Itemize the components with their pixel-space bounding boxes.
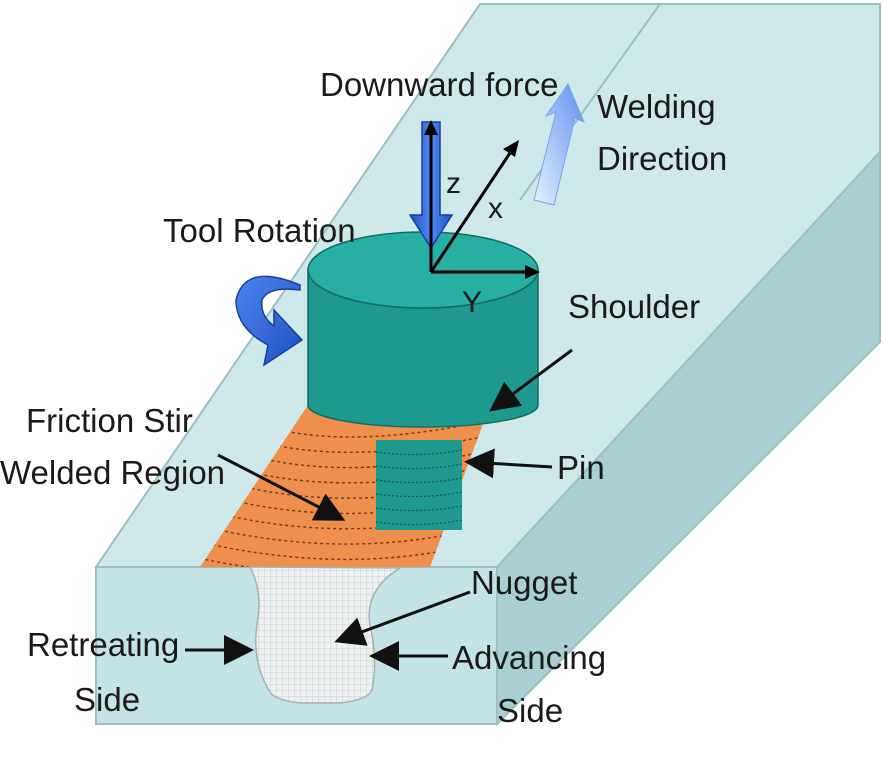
shoulder-leader — [489, 348, 573, 412]
nugget-label: Nugget — [471, 564, 577, 601]
advancing-side-label-line2: Side — [497, 692, 563, 729]
retreating-side-label-line1: Retreating — [27, 626, 179, 663]
tool-shoulder — [307, 231, 539, 428]
y-axis-label: Y — [462, 286, 482, 319]
pin-leader — [464, 448, 553, 479]
tool-pin — [375, 440, 463, 530]
advancing-side-label-line1: Advancing — [452, 639, 606, 676]
pin-label: Pin — [557, 449, 605, 486]
shoulder-label: Shoulder — [568, 288, 700, 325]
x-axis-label: x — [488, 192, 503, 225]
nugget-leader — [334, 590, 471, 646]
retreating-side-label-line2: Side — [74, 681, 140, 718]
fsw-region-label-line1: Friction Stir — [26, 402, 193, 439]
leader-arrows — [185, 348, 573, 671]
fsw-region-label-line2: Welded Region — [0, 454, 225, 491]
coordinate-axes — [424, 120, 540, 279]
welding-direction-arrow — [533, 82, 585, 206]
z-axis-label: z — [446, 167, 461, 200]
nugget — [248, 566, 403, 704]
fsw-region-leader — [217, 453, 346, 521]
welding-direction-label-line2: Direction — [597, 140, 727, 177]
welding-direction-label-line1: Welding — [597, 88, 716, 125]
downward-force-label: Downward force — [320, 66, 558, 103]
tool-rotation-label: Tool Rotation — [163, 212, 356, 249]
tool-rotation-arrow — [235, 275, 304, 367]
